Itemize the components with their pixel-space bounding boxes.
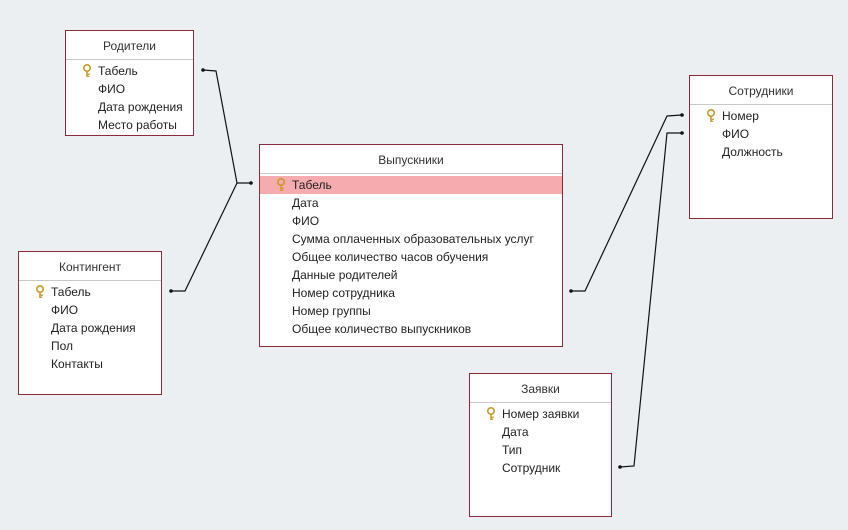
field-label: Общее количество часов обучения xyxy=(292,250,489,264)
field-label: Табель xyxy=(51,285,91,299)
key-icon xyxy=(36,285,44,298)
table-title[interactable]: Родители xyxy=(66,31,193,60)
field-label: Дата xyxy=(292,196,319,210)
field-label: Дата рождения xyxy=(98,100,183,114)
table-zayavki[interactable]: Заявки Номер заявки Дата Тип Сотрудник xyxy=(469,373,612,517)
field-label: Общее количество выпускников xyxy=(292,322,472,336)
field-row[interactable]: Контакты xyxy=(19,355,161,373)
table-title[interactable]: Контингент xyxy=(19,252,161,281)
field-row[interactable]: Должность xyxy=(690,143,832,161)
table-roditeli[interactable]: Родители Табель ФИО Дата рождения Место … xyxy=(65,30,194,136)
table-kontingent[interactable]: Контингент Табель ФИО Дата рождения Пол … xyxy=(18,251,162,395)
table-vypuskniki[interactable]: Выпускники Табель Дата ФИО Сумма оплачен… xyxy=(259,144,563,347)
table-title[interactable]: Заявки xyxy=(470,374,611,403)
field-row[interactable]: Общее количество выпускников xyxy=(260,320,562,338)
field-row[interactable]: Данные родителей xyxy=(260,266,562,284)
field-row[interactable]: Номер заявки xyxy=(470,405,611,423)
field-label: Контакты xyxy=(51,357,103,371)
field-row-selected[interactable]: Табель xyxy=(260,176,562,194)
field-row[interactable]: Общее количество часов обучения xyxy=(260,248,562,266)
key-icon xyxy=(83,64,91,77)
field-label: Данные родителей xyxy=(292,268,398,282)
field-row[interactable]: ФИО xyxy=(690,125,832,143)
field-row[interactable]: Место работы xyxy=(66,116,193,134)
field-label: ФИО xyxy=(51,303,79,317)
field-label: Номер группы xyxy=(292,304,371,318)
field-label: Дата рождения xyxy=(51,321,136,335)
key-icon xyxy=(707,109,715,122)
field-label: ФИО xyxy=(722,127,750,141)
field-label: Номер заявки xyxy=(502,407,580,421)
field-label: Сумма оплаченных образовательных услуг xyxy=(292,232,534,246)
field-row[interactable]: Пол xyxy=(19,337,161,355)
field-label: Табель xyxy=(98,64,138,78)
key-icon xyxy=(277,178,285,191)
relationship-vypuskniki-sotrudniki xyxy=(571,114,683,292)
field-row[interactable]: ФИО xyxy=(260,212,562,230)
field-row[interactable]: Номер сотрудника xyxy=(260,284,562,302)
field-row[interactable]: Сумма оплаченных образовательных услуг xyxy=(260,230,562,248)
table-sotrudniki[interactable]: Сотрудники Номер ФИО Должность xyxy=(689,75,833,219)
field-row[interactable]: Табель xyxy=(66,62,193,80)
field-label: Тип xyxy=(502,443,523,457)
field-row[interactable]: ФИО xyxy=(19,301,161,319)
field-label: ФИО xyxy=(292,214,320,228)
field-label: Номер сотрудника xyxy=(292,286,395,300)
field-row[interactable]: Номер xyxy=(690,107,832,125)
table-title[interactable]: Сотрудники xyxy=(690,76,832,105)
field-row[interactable]: Дата xyxy=(260,194,562,212)
field-label: Номер xyxy=(722,109,759,123)
field-row[interactable]: Сотрудник xyxy=(470,459,611,477)
field-row[interactable]: ФИО xyxy=(66,80,193,98)
field-row[interactable]: Дата xyxy=(470,423,611,441)
field-label: Дата xyxy=(502,425,529,439)
field-row[interactable]: Табель xyxy=(19,283,161,301)
field-row[interactable]: Дата рождения xyxy=(66,98,193,116)
key-icon xyxy=(487,407,495,420)
field-label: Место работы xyxy=(98,118,177,132)
field-label: ФИО xyxy=(98,82,126,96)
relationship-zayavki-sotrudniki xyxy=(619,132,682,468)
field-row[interactable]: Номер группы xyxy=(260,302,562,320)
field-label: Сотрудник xyxy=(502,461,561,475)
field-row[interactable]: Дата рождения xyxy=(19,319,161,337)
field-label: Должность xyxy=(722,145,783,159)
field-row[interactable]: Тип xyxy=(470,441,611,459)
relationship-kontingent-vypuskniki xyxy=(171,182,238,292)
field-label: Пол xyxy=(51,339,74,353)
relationship-roditeli-vypuskniki xyxy=(202,69,251,184)
table-title[interactable]: Выпускники xyxy=(260,145,562,174)
field-label: Табель xyxy=(292,178,332,192)
